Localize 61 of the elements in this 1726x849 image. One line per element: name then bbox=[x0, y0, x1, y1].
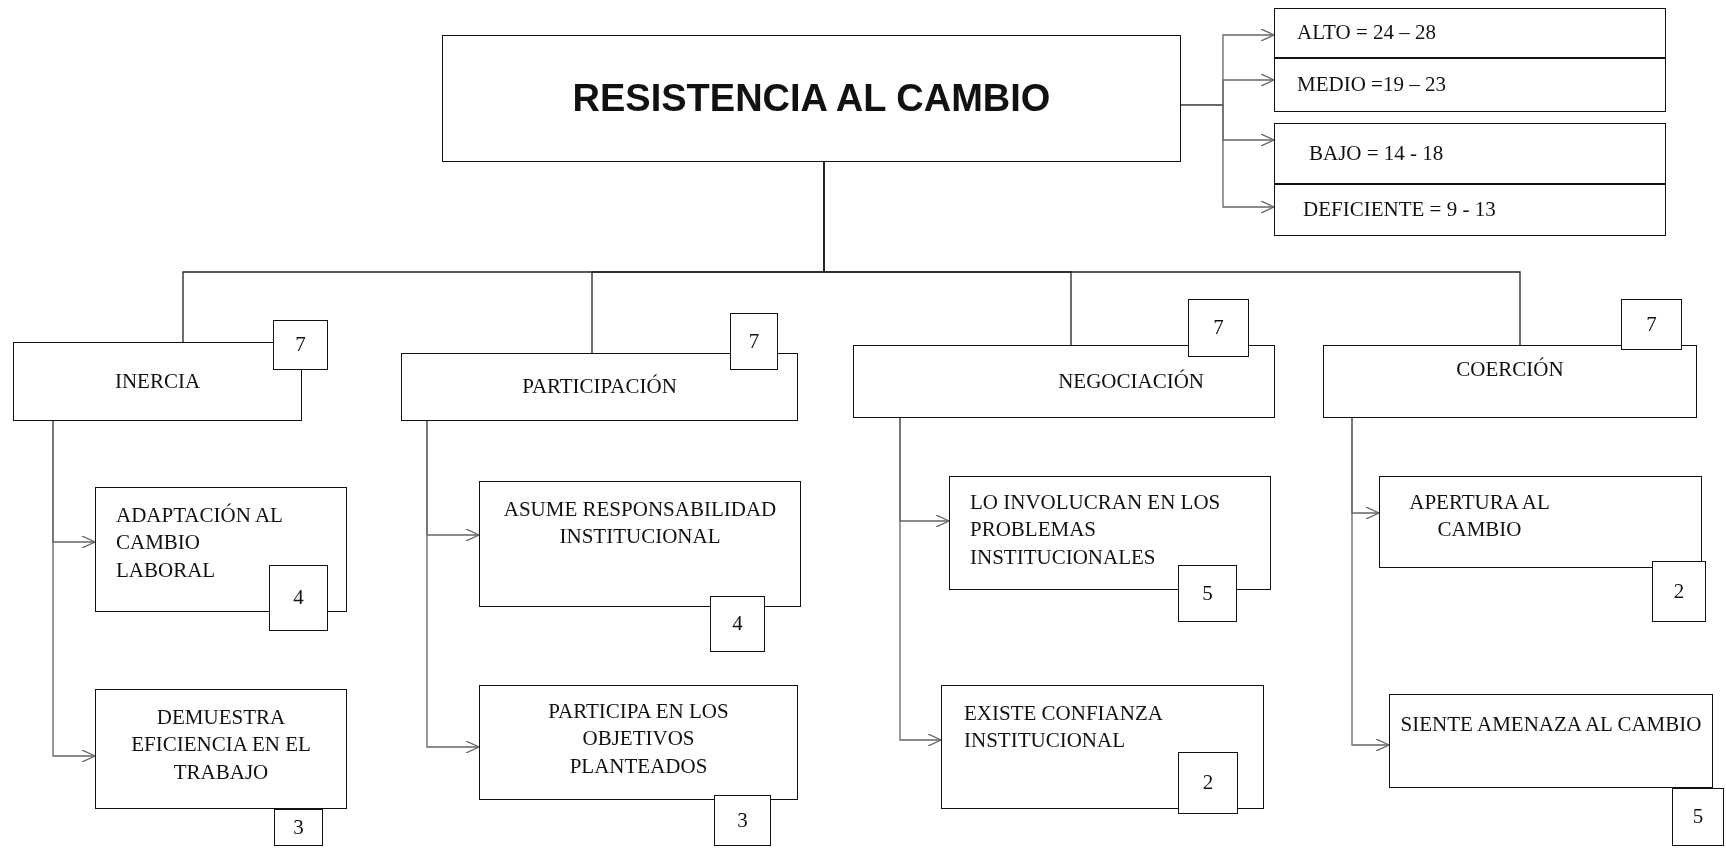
score-number: 3 bbox=[293, 813, 304, 841]
box-label: EXISTE CONFIANZA INSTITUCIONAL bbox=[964, 700, 1164, 755]
score-number-box bbox=[710, 596, 765, 652]
box-label: NEGOCIACIÓN bbox=[1058, 367, 1204, 395]
score-number-box bbox=[274, 809, 323, 846]
indicator-box bbox=[95, 487, 347, 612]
score-number: 5 bbox=[1202, 579, 1213, 607]
indicator-box bbox=[479, 685, 798, 800]
score-number-box bbox=[273, 320, 328, 370]
score-number-box bbox=[1621, 299, 1682, 350]
box-label: PARTICIPA EN LOS OBJETIVOS PLANTEADOS bbox=[547, 698, 730, 780]
score-number-box bbox=[1178, 565, 1237, 622]
box-label: BAJO = 14 - 18 bbox=[1309, 139, 1444, 167]
indicator-box bbox=[95, 689, 347, 809]
score-number: 2 bbox=[1202, 769, 1214, 797]
box-label: APERTURA AL CAMBIO bbox=[1408, 489, 1551, 544]
box-label: MEDIO =19 – 23 bbox=[1297, 71, 1446, 99]
title-box bbox=[442, 35, 1181, 162]
score-number: 4 bbox=[732, 610, 743, 638]
title-text: RESISTENCIA AL CAMBIO bbox=[572, 75, 1051, 121]
indicator-box bbox=[1389, 694, 1713, 788]
box-label: DEFICIENTE = 9 - 13 bbox=[1303, 196, 1496, 224]
score-number-box bbox=[730, 313, 778, 370]
box-label: ALTO = 24 – 28 bbox=[1297, 19, 1437, 47]
score-range-box bbox=[1274, 123, 1666, 184]
category-box bbox=[1323, 345, 1697, 418]
arrow bbox=[899, 417, 942, 747]
score-number-box bbox=[714, 795, 771, 846]
arrow bbox=[52, 420, 96, 763]
box-label: ADAPTACIÓN AL CAMBIO LABORAL bbox=[116, 502, 284, 584]
score-number: 7 bbox=[295, 331, 306, 359]
arrow bbox=[1351, 417, 1390, 752]
indicator-box bbox=[1379, 476, 1702, 568]
score-range-box bbox=[1274, 184, 1666, 236]
category-box bbox=[853, 345, 1275, 418]
box-label: LO INVOLUCRAN EN LOS PROBLEMAS INSTITUCIONALES bbox=[970, 489, 1222, 571]
score-number: 7 bbox=[1646, 310, 1657, 338]
score-number: 5 bbox=[1692, 803, 1704, 831]
box-label: PARTICIPACIÓN bbox=[522, 373, 677, 401]
score-number: 2 bbox=[1673, 577, 1685, 605]
box-label: INERCIA bbox=[114, 367, 201, 395]
indicator-box bbox=[479, 481, 801, 607]
category-box bbox=[401, 353, 798, 421]
arrow bbox=[1180, 104, 1275, 214]
box-label: DEMUESTRA EFICIENCIA EN EL TRABAJO bbox=[130, 704, 312, 786]
score-number: 7 bbox=[1213, 314, 1224, 342]
arrow bbox=[426, 420, 480, 754]
connector-line bbox=[823, 161, 1521, 346]
score-number: 7 bbox=[748, 327, 760, 355]
score-number-box bbox=[1672, 788, 1724, 846]
box-label: SIENTE AMENAZA AL CAMBIO bbox=[1400, 711, 1702, 738]
score-number-box bbox=[1188, 299, 1249, 357]
score-number: 3 bbox=[737, 806, 748, 834]
score-number: 4 bbox=[293, 584, 304, 612]
box-label: COERCIÓN bbox=[1456, 356, 1564, 383]
score-number-box bbox=[269, 565, 328, 631]
score-range-box bbox=[1274, 58, 1666, 112]
score-range-box bbox=[1274, 8, 1666, 58]
score-number-box bbox=[1652, 561, 1706, 622]
indicator-box bbox=[941, 685, 1264, 809]
box-label: ASUME RESPONSABILIDAD INSTITUCIONAL bbox=[502, 496, 778, 551]
